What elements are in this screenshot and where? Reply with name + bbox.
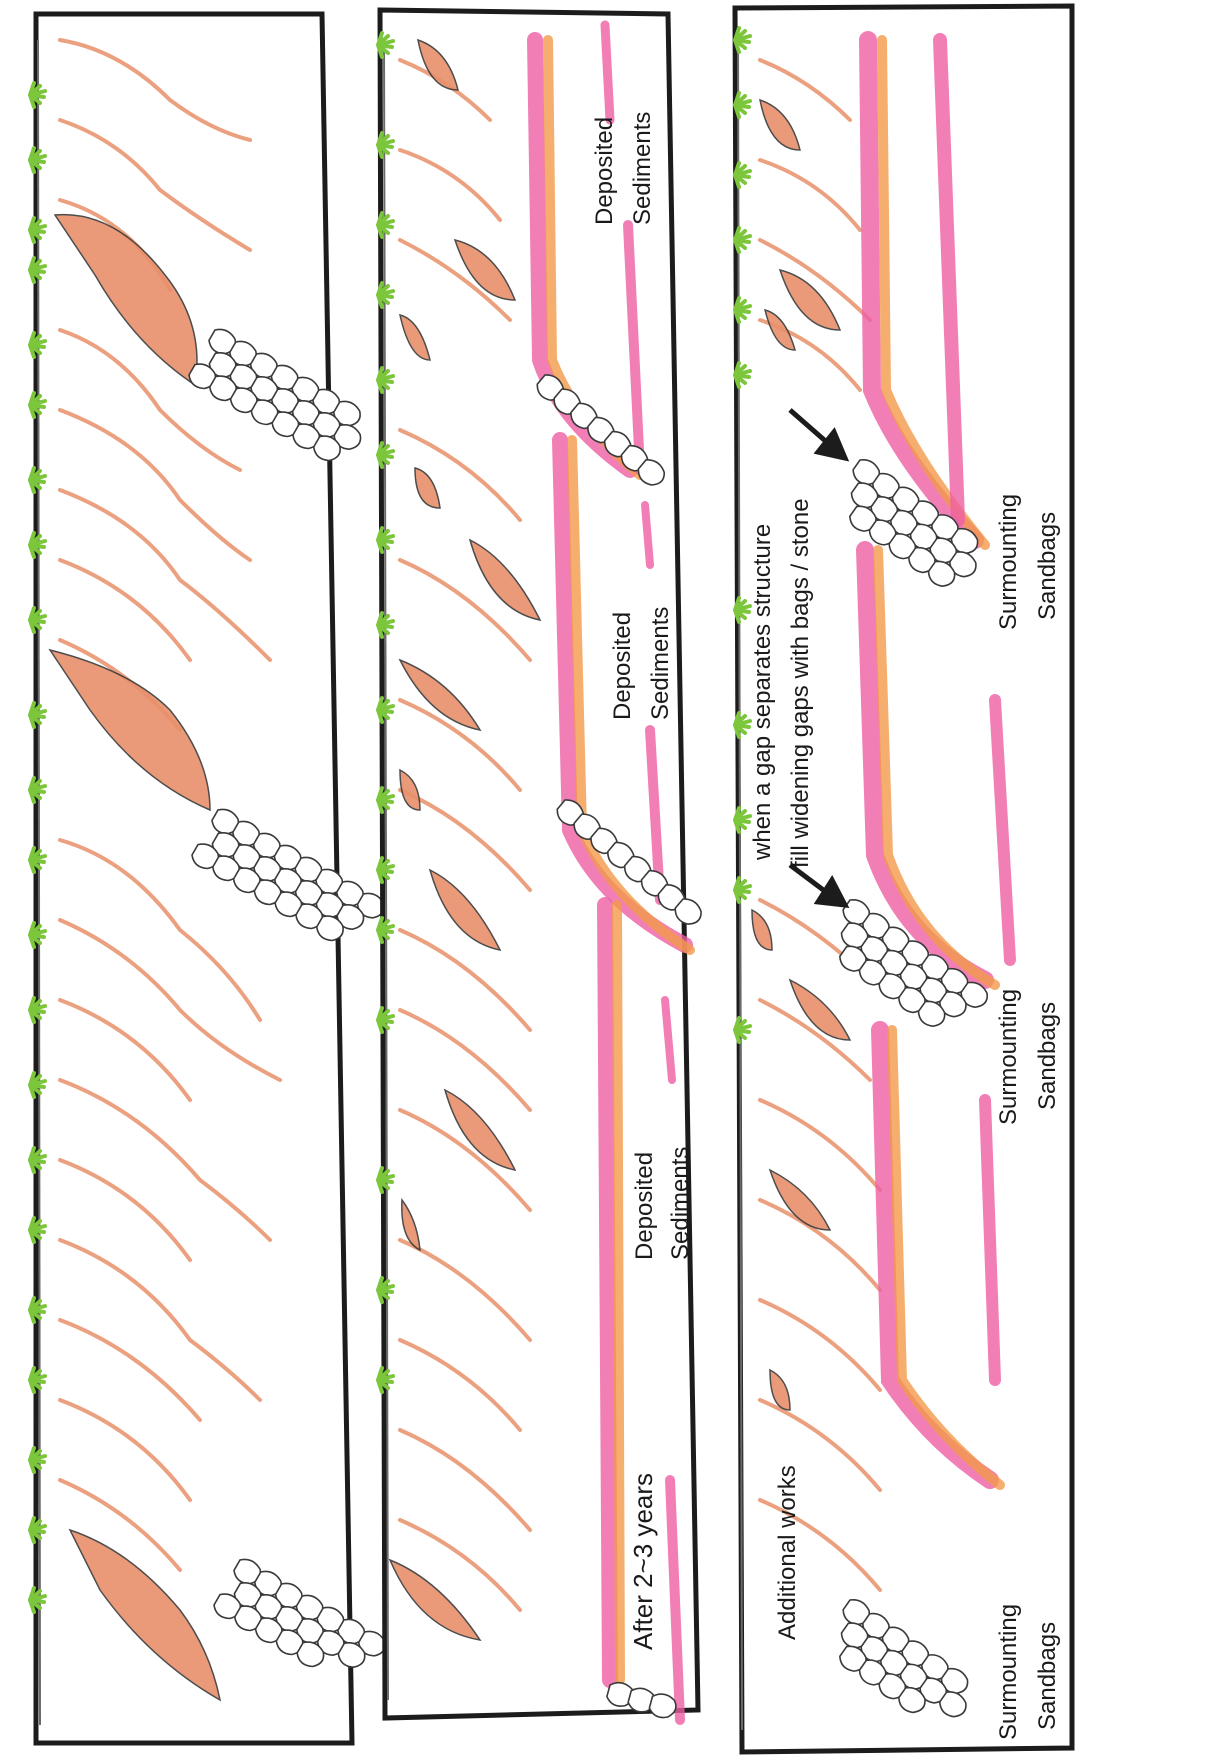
sandbag-label-2-line1: Surmounting: [995, 989, 1022, 1125]
gap-note-line2: fill widening gaps with bags / stone: [787, 498, 814, 868]
panel-after-caption: After 2~3 years: [628, 1473, 658, 1650]
sediment-label-1-line1: Deposited: [591, 117, 618, 225]
sediment-label-2-line1: Deposited: [609, 612, 636, 720]
panel-additional-caption: Additional works: [774, 1465, 801, 1640]
gap-note-line1: when a gap separates structure: [749, 524, 776, 861]
sediment-label-3-line2: Sediments: [667, 1147, 694, 1260]
sediment-label-3-line1: Deposited: [631, 1152, 658, 1260]
sandbag-label-3-line1: Surmounting: [995, 1604, 1022, 1740]
panel-after: After 2~3 years Deposited Sediments Depo…: [378, 10, 706, 1721]
panel-initial: [30, 14, 389, 1743]
sandbag-label-1-line1: Surmounting: [995, 494, 1022, 630]
panel-additional: Additional works when a gap separates st…: [735, 6, 1072, 1752]
sediment-label-2-line2: Sediments: [647, 607, 674, 720]
sediment-label-1-line2: Sediments: [629, 112, 656, 225]
sandbag-label-2-line2: Sandbags: [1034, 1002, 1061, 1110]
sandbag-label-3-line2: Sandbags: [1034, 1622, 1061, 1730]
sandbag-label-1-line2: Sandbags: [1034, 512, 1061, 620]
